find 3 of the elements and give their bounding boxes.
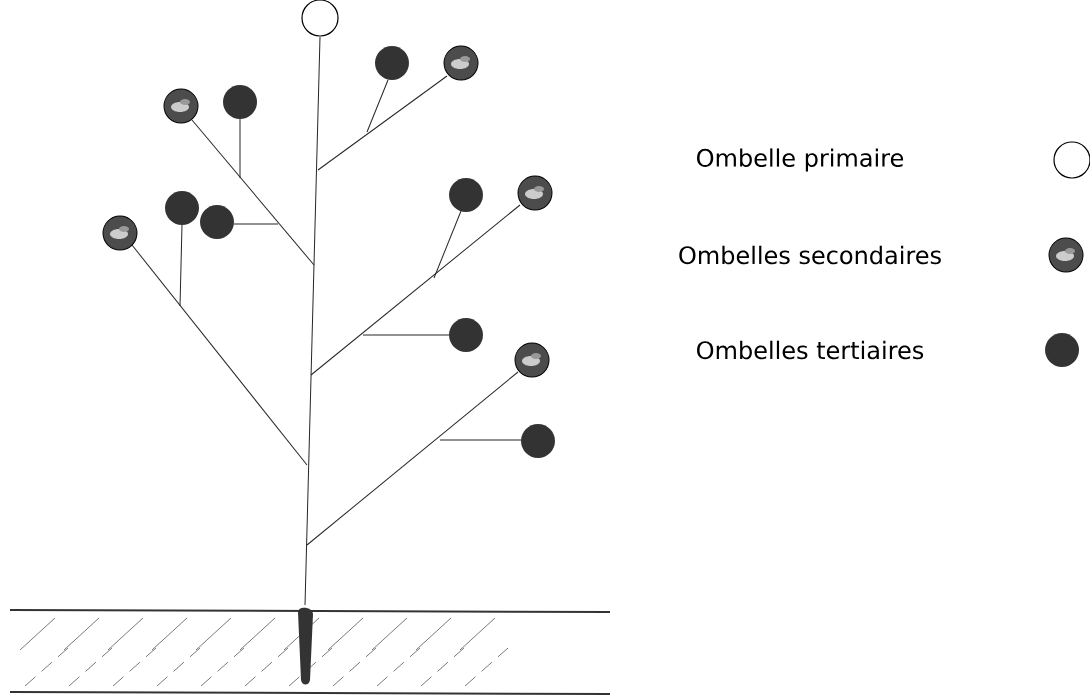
legend-label: Ombelles secondaires [679, 245, 941, 265]
legend-label: Ombelles tertiaires [697, 340, 924, 360]
legend-label: Ombelle primaire [697, 148, 904, 172]
